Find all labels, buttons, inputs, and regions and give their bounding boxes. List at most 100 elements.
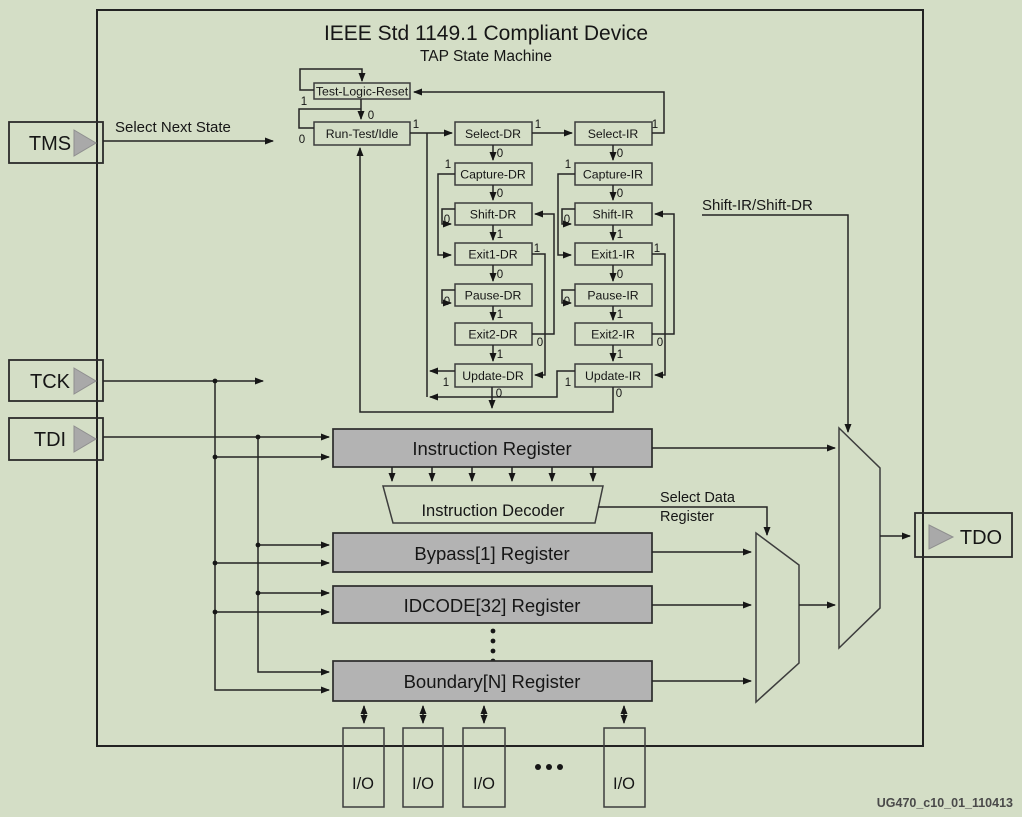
wire-exit1-ir-to-update-ir [652,253,666,379]
state-label: Shift-DR [470,208,517,222]
tms-bit: 0 [368,110,374,122]
tms-bit: 1 [617,309,623,321]
wire-shift-ir-self-loop [561,208,575,228]
tms-bit: 0 [617,148,623,160]
instruction-register-label: Instruction Register [412,438,571,459]
tms-bit: 1 [534,243,540,255]
tms-bit: 0 [497,269,503,281]
state-label: Pause-DR [465,289,522,303]
signal-ports: TMS TCK TDI TDO [8,121,1013,558]
io-block [402,727,444,808]
io-label: I/O [473,775,495,793]
tms-bit: 0 [657,337,663,349]
tms-bit: 1 [497,349,503,361]
state-update-dr [454,363,533,388]
state-label: Capture-DR [460,168,526,182]
wire-shift-dr-self-loop [441,208,455,228]
wire-tck-distribution [214,381,330,694]
instruction-register [332,428,653,468]
wire-update-ir-0-to-rti [356,147,614,413]
figure-caption: UG470_c10_01_110413 [877,796,1013,810]
junction-dot [212,378,218,384]
tms-bit: 1 [617,349,623,361]
horizontal-ellipsis-dot [557,764,563,770]
tms-bit: 0 [444,214,450,226]
tms-bit: 1 [443,377,449,389]
shift-ir-shift-dr-label: Shift-IR/Shift-DR [702,197,813,214]
wire-capture-ir-to-exit1-ir [557,173,575,259]
state-label: Capture-IR [583,168,643,182]
state-label: Test-Logic-Reset [316,85,409,99]
tms-bit: 0 [564,214,570,226]
wire-shift-ir-shift-dr [702,214,852,433]
wire-select-data-register [598,506,771,536]
state-label: Select-DR [465,127,521,141]
state-label: Pause-IR [587,289,638,303]
tms-bit: 1 [445,159,451,171]
boundary-register-label: Boundary[N] Register [404,671,581,692]
state-label: Update-DR [462,369,524,383]
tms-bit: 0 [617,269,623,281]
select-next-state-label: Select Next State [115,119,231,136]
horizontal-ellipsis-dot [535,764,541,770]
io-blocks: I/O I/O I/O I/O [342,705,646,808]
wire-tlr-self-loop [299,68,366,91]
instruction-decoder [382,485,604,524]
tms-bit: 0 [616,388,622,400]
signal-wires: Select Next State [103,119,330,694]
vertical-ellipsis-dot [490,628,496,634]
wire-capture-dr-to-exit1-dr [437,173,455,259]
io-block [603,727,646,808]
page-title: IEEE Std 1149.1 Compliant Device [324,22,648,45]
tap-state-machine: Test-Logic-Reset Run-Test/Idle Select-DR… [298,68,675,413]
page-subtitle: TAP State Machine [420,48,552,65]
tck-label: TCK [30,371,71,393]
tms-bit: 1 [652,119,658,131]
tms-bit: 1 [301,96,307,108]
tdo-port [914,512,1013,558]
buffer-icon [73,425,97,453]
tms-bit: 0 [564,296,570,308]
wire-exit2-ir-to-shift-ir [652,210,675,335]
tms-bit: 1 [617,229,623,241]
horizontal-ellipsis-dot [546,764,552,770]
tms-port [8,121,104,164]
tms-bit: 1 [565,159,571,171]
tms-label: TMS [29,133,71,155]
junction-dot [255,434,261,440]
wire-exit2-dr-to-shift-dr [532,210,555,335]
tms-bit: 1 [497,309,503,321]
tms-bit: 1 [497,229,503,241]
junction-dot [212,609,218,615]
wire-pause-dr-self-loop [441,289,455,307]
wire-rti-self-loop [298,108,361,129]
bypass-register [332,532,653,573]
io-label: I/O [412,775,434,793]
bypass-register-label: Bypass[1] Register [414,543,569,564]
wire-pause-ir-self-loop [561,289,575,307]
state-label: Run-Test/Idle [326,127,399,141]
tms-bit: 0 [537,337,543,349]
boundary-register [332,660,653,702]
state-label: Exit1-DR [468,248,517,262]
io-label: I/O [352,775,374,793]
state-label: Update-IR [585,369,641,383]
tms-bit: 0 [299,134,305,146]
junction-dot [255,590,261,596]
data-register-mux [755,531,800,704]
state-label: Exit1-IR [591,248,635,262]
state-label: Shift-IR [593,208,634,222]
tdo-label: TDO [960,527,1002,549]
tms-bit: 1 [654,243,660,255]
tdi-port [8,417,104,461]
idcode-register [332,585,653,624]
tms-bit: 1 [413,119,419,131]
junction-dot [212,560,218,566]
junction-dot [212,454,218,460]
buffer-icon [928,524,955,550]
select-data-register-label-line1: Select Data [660,490,736,506]
state-label: Select-IR [588,127,639,141]
tms-bit: 1 [565,377,571,389]
wire-exit1-dr-to-update-dr [532,253,546,379]
